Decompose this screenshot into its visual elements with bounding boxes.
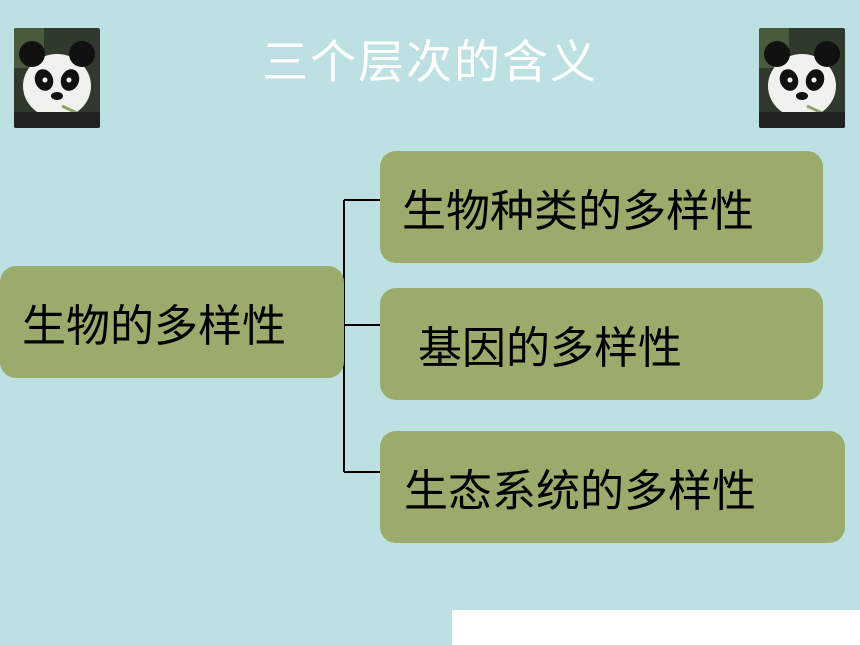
child-label-genetic: 基因的多样性 bbox=[418, 323, 682, 374]
root-node: 生物的多样性 bbox=[0, 266, 344, 378]
child-label-species: 生物种类的多样性 bbox=[402, 186, 754, 237]
child-node-species: 生物种类的多样性 bbox=[380, 151, 823, 263]
child-node-ecosystem: 生态系统的多样性 bbox=[380, 431, 845, 543]
slide-title: 三个层次的含义 bbox=[262, 35, 598, 89]
panda-photo-right bbox=[759, 28, 845, 128]
child-label-ecosystem: 生态系统的多样性 bbox=[404, 466, 756, 517]
child-node-genetic: 基因的多样性 bbox=[380, 288, 823, 400]
white-corner-panel bbox=[452, 610, 860, 645]
root-label: 生物的多样性 bbox=[22, 301, 286, 352]
panda-photo-left bbox=[14, 28, 100, 128]
